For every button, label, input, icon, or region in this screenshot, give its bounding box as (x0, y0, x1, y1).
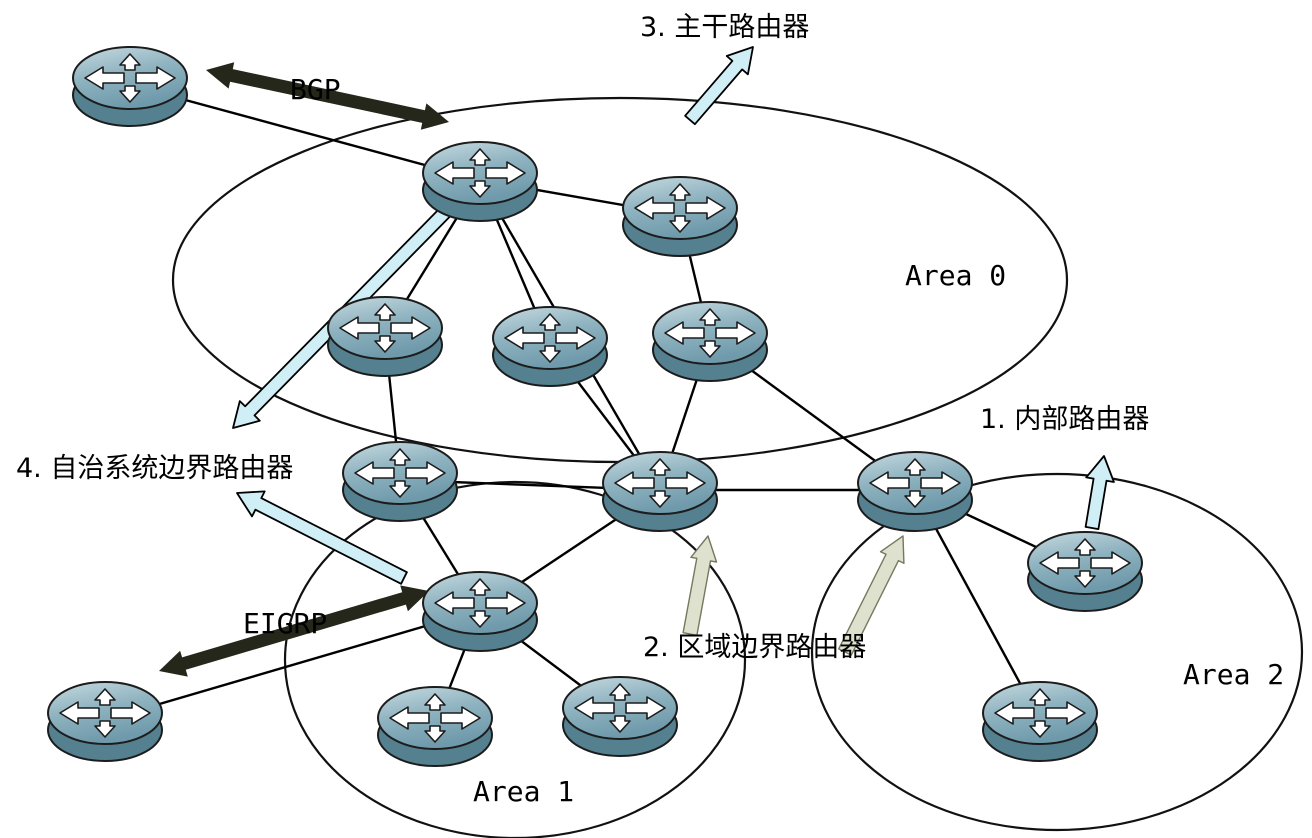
link-a1-r1--ext-eigrp (104, 608, 481, 722)
area2-boundary (810, 472, 1304, 832)
router-r-left-icon (342, 441, 458, 522)
link-ext-bgp--a0-r1 (129, 83, 481, 182)
label-area2: Area 2 (1183, 658, 1284, 691)
label-eigrp: EIGRP (243, 607, 327, 640)
router-a0-r1-icon (422, 141, 538, 222)
backbone-pointer-arrow (684, 46, 754, 126)
eigrp-arrow (159, 585, 429, 677)
router-a1-r2-icon (377, 686, 493, 767)
internal-pointer-arrow (1084, 455, 1115, 530)
router-a0-r4-icon (492, 306, 608, 387)
router-a0-r2-icon (622, 176, 738, 257)
router-abr1-icon (602, 451, 718, 532)
label-area0: Area 0 (905, 259, 1006, 292)
label-internal-router: 1. 内部路由器 (980, 404, 1149, 435)
router-a0-r5-icon (652, 301, 768, 382)
arrows-layer (159, 46, 1115, 677)
label-area-border-router: 2. 区域边界路由器 (643, 632, 866, 663)
router-a1-r1-icon (422, 571, 538, 652)
bgp-arrow (206, 62, 449, 130)
label-area1: Area 1 (473, 775, 574, 808)
abr-pointer-arrow-1 (682, 535, 718, 636)
router-a2-r2-icon (982, 681, 1098, 762)
router-a1-r3-icon (562, 676, 678, 757)
router-abr2-icon (857, 451, 973, 532)
label-as-boundary-router: 4. 自治系统边界路由器 (16, 453, 293, 484)
router-a0-r3-icon (327, 296, 443, 377)
router-a2-r1-icon (1027, 531, 1143, 612)
label-bgp: BGP (290, 73, 341, 106)
router-ext-bgp-icon (72, 46, 188, 127)
area1-boundary (283, 480, 747, 838)
router-ext-eigrp-icon (47, 681, 163, 762)
label-backbone-router: 3. 主干路由器 (640, 12, 809, 43)
asbr-pointer-arrow-2 (236, 490, 408, 585)
abr-pointer-arrow-2 (838, 535, 905, 656)
